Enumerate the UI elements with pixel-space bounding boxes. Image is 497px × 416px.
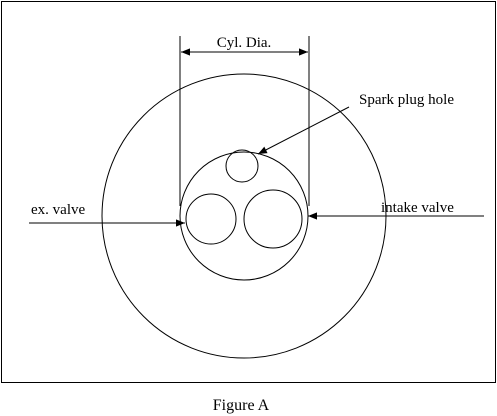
intake-valve-label: intake valve (381, 200, 454, 216)
exhaust-valve-label: ex. valve (31, 202, 85, 218)
exhaust-valve-circle (185, 193, 237, 245)
intake-valve-circle (243, 189, 303, 249)
spark-plug-arrow (257, 106, 350, 155)
cylinder-diameter-label: Cyl. Dia. (217, 35, 272, 51)
figure-frame (1, 1, 496, 383)
spark-plug-hole-label: Spark plug hole (359, 92, 454, 108)
spark-plug-hole (225, 149, 259, 183)
figure-caption: Figure A (213, 397, 270, 414)
